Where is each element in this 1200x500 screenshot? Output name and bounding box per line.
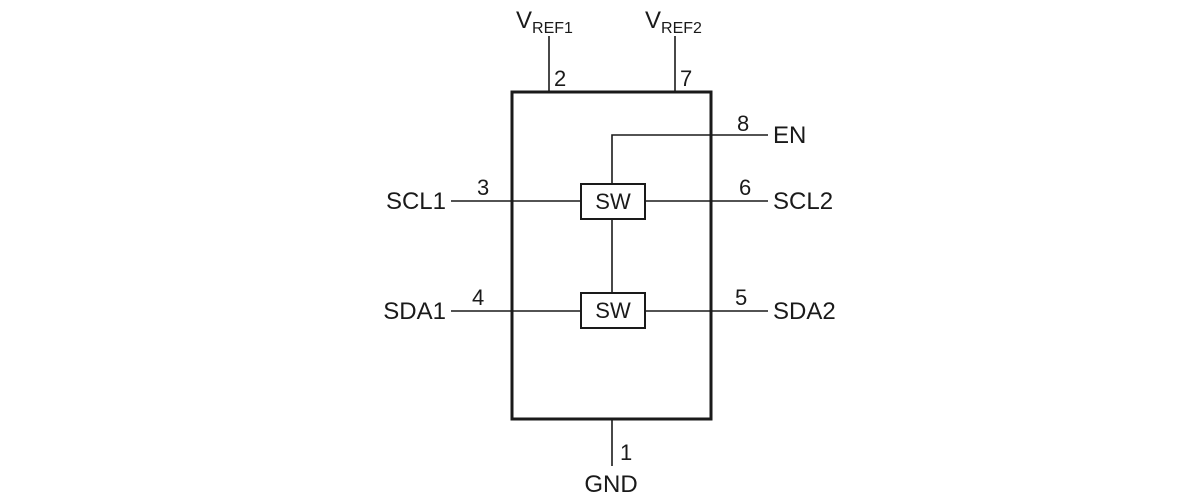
vref2-pin-number: 7 xyxy=(680,66,692,91)
scl-switch-label: SW xyxy=(595,189,631,214)
vref1-label: VREF1 xyxy=(516,7,573,37)
vref2-label: VREF2 xyxy=(645,7,702,37)
sda2-label: SDA2 xyxy=(773,298,836,325)
scl1-label: SCL1 xyxy=(386,188,446,215)
chip-body xyxy=(510,90,713,421)
sda2-pin-number: 5 xyxy=(735,285,747,310)
scl2-pin-number: 6 xyxy=(739,175,751,200)
scl-switch xyxy=(580,183,646,220)
scl1-pin-number: 3 xyxy=(477,175,489,200)
sda-switch-label: SW xyxy=(595,298,631,323)
sda1-pin-number: 4 xyxy=(472,285,484,310)
scl2-label: SCL2 xyxy=(773,188,833,215)
en-wire xyxy=(611,134,768,184)
sda1-label: SDA1 xyxy=(383,298,446,325)
gnd-label: GND xyxy=(584,471,637,498)
vref1-pin-number: 2 xyxy=(554,66,566,91)
en-label: EN xyxy=(773,122,806,149)
sda-switch xyxy=(580,292,646,329)
gnd-pin-number: 1 xyxy=(620,440,632,465)
en-pin-number: 8 xyxy=(737,111,749,136)
